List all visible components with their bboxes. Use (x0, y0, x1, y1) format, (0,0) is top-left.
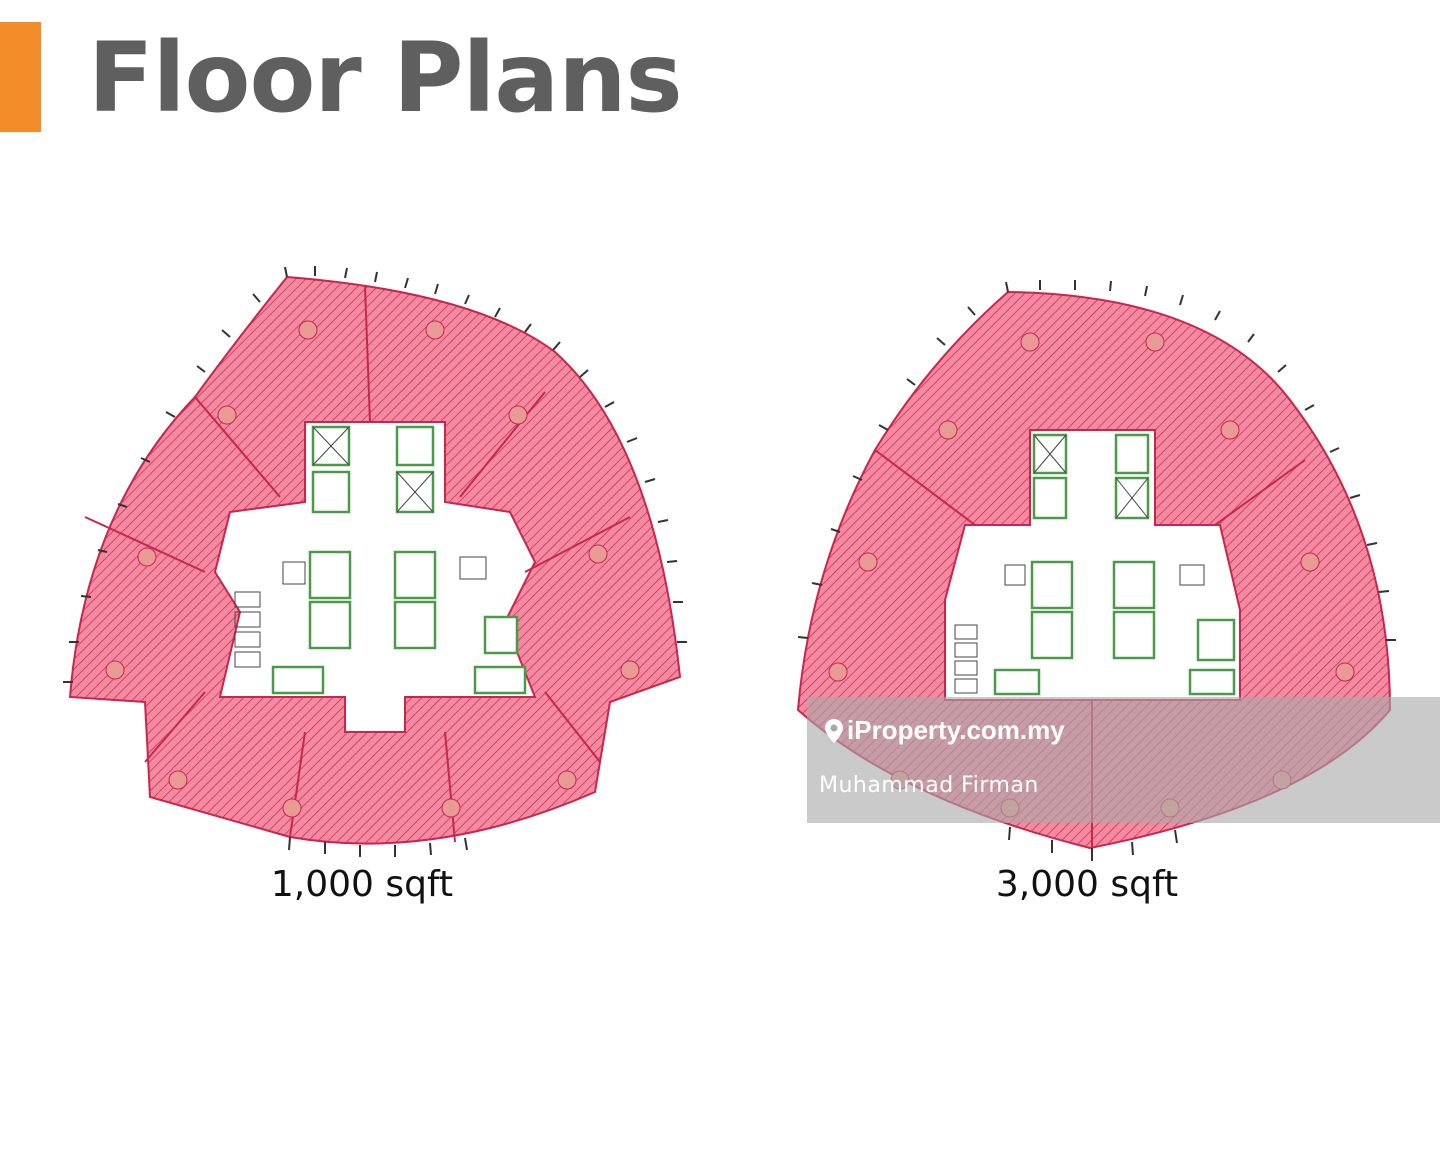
watermark-brand-text: iProperty.com.my (847, 715, 1065, 745)
drawing-details (954, 434, 1205, 694)
unit-partitions (84, 286, 631, 843)
area-label-left: 1,000 sqft (270, 864, 454, 905)
watermark-brand: iProperty.com.my (825, 715, 1065, 746)
lift-cores (993, 433, 1236, 696)
title-accent-bar (0, 22, 41, 132)
structural-columns (105, 320, 640, 818)
floor-plan-1000-sqft (55, 262, 695, 862)
page-title: Floor Plans (88, 22, 683, 134)
watermark-agent-name: Muhammad Firman (819, 773, 1039, 798)
facade-mullions (797, 280, 1396, 861)
watermark-overlay: iProperty.com.my Muhammad Firman (807, 697, 1440, 823)
facade-mullions (63, 266, 687, 857)
floor-plan-drawing (63, 266, 687, 857)
area-label-right: 3,000 sqft (995, 864, 1179, 905)
drawing-details (234, 426, 487, 668)
location-pin-icon (825, 718, 843, 743)
building-core (213, 421, 537, 733)
